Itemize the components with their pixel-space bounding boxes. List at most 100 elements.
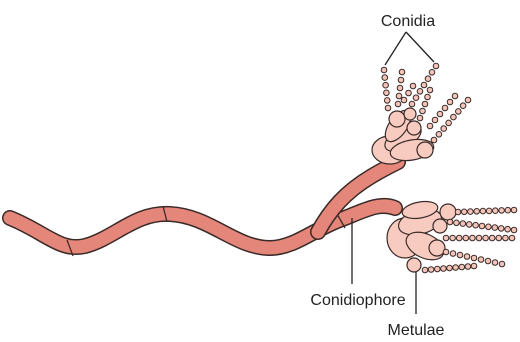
conidium: [396, 93, 402, 99]
conidium: [429, 70, 435, 76]
conidium: [509, 235, 515, 241]
conidium: [470, 235, 476, 241]
conidium: [453, 265, 459, 271]
conidium: [410, 83, 416, 89]
conidium: [496, 235, 502, 241]
conidium: [421, 82, 427, 88]
conidium: [427, 123, 433, 129]
conidium: [455, 209, 461, 215]
conidium: [435, 266, 441, 272]
conidia-leader-line: [385, 32, 406, 65]
conidium: [409, 101, 415, 107]
conidium: [503, 235, 509, 241]
conidium: [385, 105, 391, 111]
conidium: [450, 235, 456, 241]
conidia-chain: [455, 207, 517, 215]
conidium: [432, 117, 438, 123]
conidium: [468, 209, 474, 215]
conidium: [499, 261, 505, 267]
conidium: [451, 114, 457, 120]
phialide: [440, 204, 456, 220]
conidium: [492, 260, 498, 266]
conidia-chain: [381, 67, 391, 111]
conidium: [417, 89, 423, 95]
conidium: [383, 82, 389, 88]
conidium: [417, 115, 423, 121]
conidium: [471, 263, 477, 269]
conidium: [499, 208, 505, 214]
conidium: [433, 63, 439, 69]
conidium: [443, 235, 449, 241]
conidium: [460, 221, 466, 227]
conidiophore-label: Conidiophore: [310, 292, 405, 309]
conidium: [479, 223, 485, 229]
conidium: [427, 87, 433, 93]
conidium: [446, 120, 452, 126]
conidiophore-body: [318, 162, 398, 232]
conidium: [463, 235, 469, 241]
conidium: [457, 252, 463, 258]
conidium: [420, 108, 426, 114]
conidium: [466, 222, 472, 228]
conidium: [511, 227, 517, 233]
conidia-chain: [443, 235, 515, 241]
conidia-label: Conidia: [381, 13, 435, 30]
conidium: [399, 69, 405, 75]
conidium: [461, 209, 467, 215]
conidium: [384, 90, 390, 96]
conidium: [465, 264, 471, 270]
conidia-chain: [427, 93, 458, 129]
conidium: [492, 225, 498, 231]
conidiophore-stalk: [318, 162, 398, 232]
conidium: [436, 132, 442, 138]
conidium: [425, 76, 431, 82]
conidium: [431, 137, 437, 143]
phialide: [407, 258, 421, 272]
conidium: [486, 208, 492, 214]
conidium: [505, 226, 511, 232]
phialide: [417, 142, 433, 158]
phialide: [407, 121, 421, 135]
conidium: [498, 226, 504, 232]
conidium: [441, 266, 447, 272]
conidium: [442, 105, 448, 111]
conidium: [456, 235, 462, 241]
phialide: [433, 219, 447, 233]
conidium: [476, 235, 482, 241]
conidium: [425, 94, 431, 100]
phialide: [389, 111, 405, 127]
conidium: [401, 97, 407, 103]
phialide: [404, 108, 416, 120]
conidium: [485, 258, 491, 264]
conidium: [511, 207, 517, 213]
conidium: [486, 224, 492, 230]
conidia-chain: [447, 219, 517, 233]
conidia-leader-line: [406, 32, 434, 62]
conidium: [441, 126, 447, 132]
conidium: [447, 99, 453, 105]
conidium: [450, 251, 456, 257]
conidium: [473, 222, 479, 228]
conidium: [464, 254, 470, 260]
conidium: [437, 111, 443, 117]
conidium: [483, 235, 489, 241]
conidium: [505, 207, 511, 213]
upper-metulae: [372, 106, 435, 164]
conidium: [489, 235, 495, 241]
conidium: [397, 85, 403, 91]
conidia-chain: [422, 263, 477, 273]
conidium: [452, 93, 458, 99]
conidium: [384, 98, 390, 104]
conidium: [381, 67, 387, 73]
conidium: [478, 257, 484, 263]
conidium: [493, 208, 499, 214]
conidium: [480, 208, 486, 214]
conidium: [447, 219, 453, 225]
conidium: [447, 265, 453, 271]
conidium: [398, 77, 404, 83]
conidium: [456, 109, 462, 115]
conidium: [465, 97, 471, 103]
conidium: [454, 220, 460, 226]
metulae-label: Metulae: [388, 322, 445, 339]
